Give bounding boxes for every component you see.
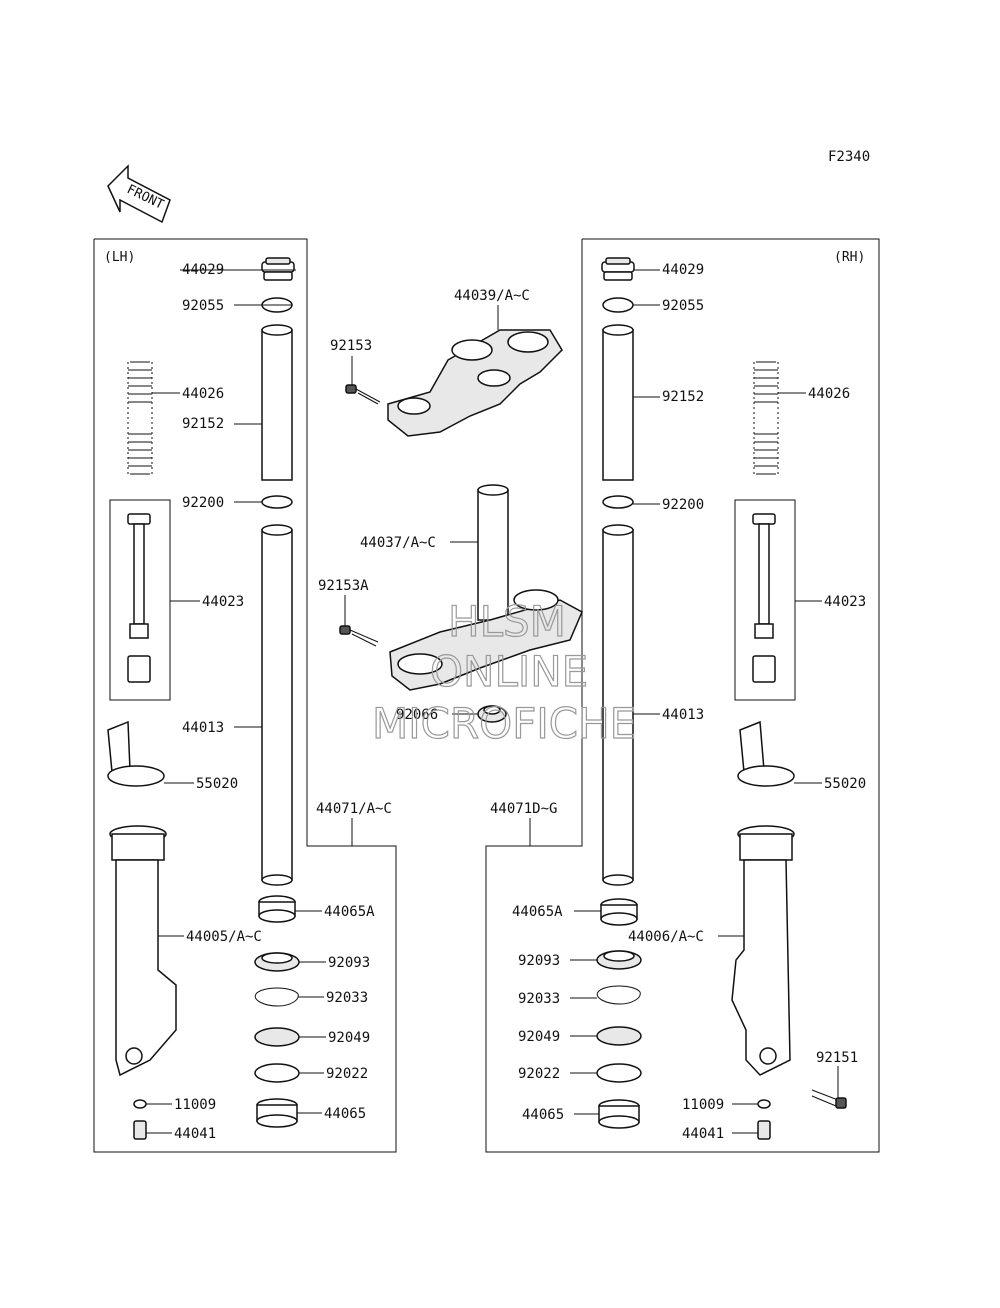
label-44071dg-rh: 44071D~G — [490, 801, 557, 817]
rh-panel-frame — [485, 238, 880, 1153]
label-11009-lh: 11009 — [174, 1097, 216, 1113]
label-44026-lh: 44026 — [182, 386, 224, 402]
label-44065-rh: 44065 — [522, 1107, 564, 1123]
lh-damper-44023 — [127, 513, 151, 683]
rh-washer-92022 — [596, 1063, 642, 1083]
rh-o-ring-92055 — [602, 297, 634, 313]
label-92200-rh: 92200 — [662, 497, 704, 513]
label-92152-lh: 92152 — [182, 416, 224, 432]
rh-guard-55020 — [737, 720, 795, 787]
lh-damper-box — [109, 499, 171, 701]
label-44006-rh: 44006/A~C — [628, 929, 704, 945]
label-44013-lh: 44013 — [182, 720, 224, 736]
lh-gasket-11009 — [133, 1099, 147, 1109]
label-44065-lh: 44065 — [324, 1106, 366, 1122]
label-92033-rh: 92033 — [518, 991, 560, 1007]
label-44041-rh: 44041 — [682, 1126, 724, 1142]
label-92152-rh: 92152 — [662, 389, 704, 405]
label-92093-rh: 92093 — [518, 953, 560, 969]
label-92055-lh: 92055 — [182, 298, 224, 314]
front-arrow-icon: FRONT — [107, 164, 171, 224]
rh-outer-tube-44013 — [602, 524, 634, 886]
rh-spring-44026 — [753, 361, 779, 475]
label-44037: 44037/A~C — [360, 535, 436, 551]
lh-washer-92022 — [254, 1063, 300, 1083]
label-92022-lh: 92022 — [326, 1066, 368, 1082]
label-44039: 44039/A~C — [454, 288, 530, 304]
label-44029-lh: 44029 — [182, 262, 224, 278]
label-44029-rh: 44029 — [662, 262, 704, 278]
rh-clip-92033 — [596, 985, 641, 1005]
lh-bushing-44065a — [258, 895, 296, 923]
rh-bolt-44041 — [757, 1120, 771, 1140]
lh-outer-tube-44013 — [261, 524, 293, 886]
rh-damper-44023 — [752, 513, 776, 683]
label-92033-lh: 92033 — [326, 990, 368, 1006]
rh-bushing-44065a — [600, 898, 638, 926]
lh-seal-92049 — [254, 1027, 300, 1047]
rh-bolt-92151 — [811, 1089, 847, 1109]
rh-panel-label: (RH) — [834, 250, 865, 265]
lh-panel-label: (LH) — [104, 250, 135, 265]
label-44065a-rh: 44065A — [512, 904, 563, 920]
label-92049-rh: 92049 — [518, 1029, 560, 1045]
rh-pipe-92152 — [602, 324, 634, 481]
watermark-line1: HLSM — [448, 597, 566, 646]
lh-washer-92200 — [261, 495, 293, 509]
bolt-92153 — [345, 384, 381, 405]
rh-gasket-11009 — [757, 1099, 771, 1109]
rh-bottom-case-44006 — [731, 825, 795, 1076]
label-92066: 92066 — [396, 707, 438, 723]
lh-seal-92093 — [254, 952, 300, 972]
label-11009-rh: 11009 — [682, 1097, 724, 1113]
lh-bushing-44065 — [256, 1098, 298, 1128]
label-92049-lh: 92049 — [328, 1030, 370, 1046]
stem-44037 — [389, 484, 583, 691]
rh-fork-cap-44029 — [601, 257, 635, 281]
lh-clip-92033 — [254, 987, 299, 1007]
label-92153: 92153 — [330, 338, 372, 354]
figure-code: F2340 — [828, 149, 870, 165]
label-44026-rh: 44026 — [808, 386, 850, 402]
label-92151-rh: 92151 — [816, 1050, 858, 1066]
rh-seal-92093 — [596, 950, 642, 970]
rh-bushing-44065 — [598, 1099, 640, 1129]
rh-seal-92049 — [596, 1026, 642, 1046]
label-55020-rh: 55020 — [824, 776, 866, 792]
label-92022-rh: 92022 — [518, 1066, 560, 1082]
label-92153a: 92153A — [318, 578, 369, 594]
rh-washer-92200 — [602, 495, 634, 509]
rh-damper-box — [734, 499, 796, 701]
label-44023-lh: 44023 — [202, 594, 244, 610]
label-44023-rh: 44023 — [824, 594, 866, 610]
label-44041-lh: 44041 — [174, 1126, 216, 1142]
lh-pipe-92152 — [261, 324, 293, 481]
label-44065a-lh: 44065A — [324, 904, 375, 920]
watermark-line2: ONLINE — [430, 647, 588, 696]
label-55020-lh: 55020 — [196, 776, 238, 792]
label-92093-lh: 92093 — [328, 955, 370, 971]
lh-spring-44026 — [127, 361, 153, 475]
label-92055-rh: 92055 — [662, 298, 704, 314]
lh-fork-cap-44029 — [261, 257, 295, 281]
watermark: HLSM ONLINE MICROFICHE — [371, 596, 636, 748]
lh-bolt-44041 — [133, 1120, 147, 1140]
watermark-line3: MICROFICHE — [372, 699, 636, 748]
lh-panel-frame — [93, 238, 397, 1153]
label-44005-lh: 44005/A~C — [186, 929, 262, 945]
upper-bracket-44039 — [387, 329, 563, 437]
lh-bottom-case-44005 — [109, 825, 177, 1077]
label-92200-lh: 92200 — [182, 495, 224, 511]
label-44013-rh: 44013 — [662, 707, 704, 723]
bolt-92153a — [339, 625, 379, 647]
lh-guard-55020 — [107, 720, 165, 787]
label-44071-lh: 44071/A~C — [316, 801, 392, 817]
